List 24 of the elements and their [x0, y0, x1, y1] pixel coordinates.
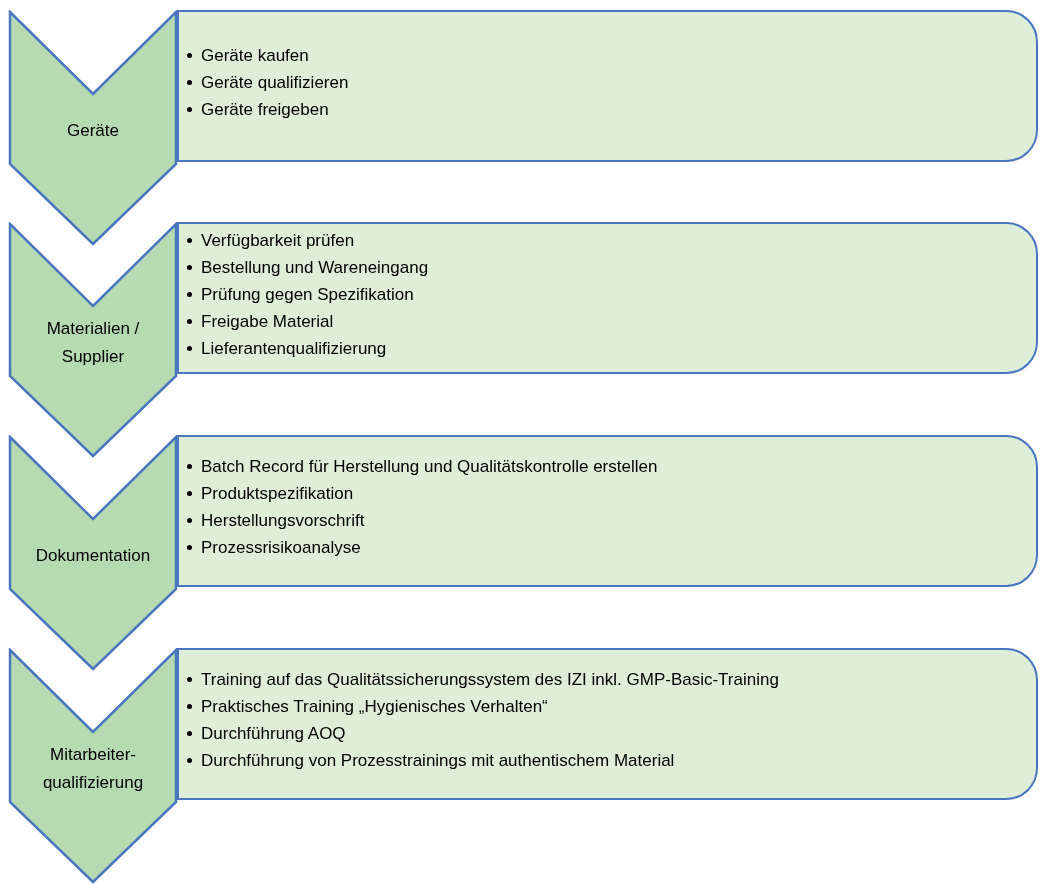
step-label: Materialien / Supplier — [45, 318, 141, 368]
step-label: Mitarbeiter- qualifizierung — [41, 744, 145, 794]
bullet-text: Prozessrisikoanalyse — [201, 537, 361, 559]
step-label: Dokumentation — [35, 545, 151, 567]
bullet-text: Training auf das Qualitätssicherungssystem des IZI inkl. GMP-Basic-Training — [201, 669, 779, 691]
content-box — [177, 648, 1038, 800]
bullet-text: Durchführung AOQ — [201, 723, 346, 745]
bullet-text: Verfügbarkeit prüfen — [201, 229, 355, 252]
bullet-text: Lieferantenqualifizierung — [201, 337, 387, 360]
content-box — [177, 10, 1038, 162]
bullet-text: Prüfung gegen Spezifikation — [201, 283, 414, 306]
bullet-text: Batch Record für Herstellung und Qualitätskontrolle erstellen — [201, 456, 658, 478]
bullet-text: Bestellung und Wareneingang — [201, 256, 429, 279]
content-box — [177, 222, 1038, 374]
bullet-text: Herstellungsvorschrift — [201, 510, 365, 532]
bullet-text: Freigabe Material — [201, 310, 334, 333]
bullet-text: Praktisches Training „Hygienisches Verhalten“ — [201, 696, 548, 718]
bullet-text: Durchführung von Prozesstrainings mit authentischem Material — [201, 750, 675, 772]
bullet-text: Geräte freigeben — [201, 98, 329, 121]
bullet-text: Produktspezifikation — [201, 483, 354, 505]
content-box — [177, 435, 1038, 587]
bullet-text: Geräte qualifizieren — [201, 71, 349, 94]
bullet-text: Geräte kaufen — [201, 44, 309, 67]
step-label: Geräte — [67, 120, 119, 142]
